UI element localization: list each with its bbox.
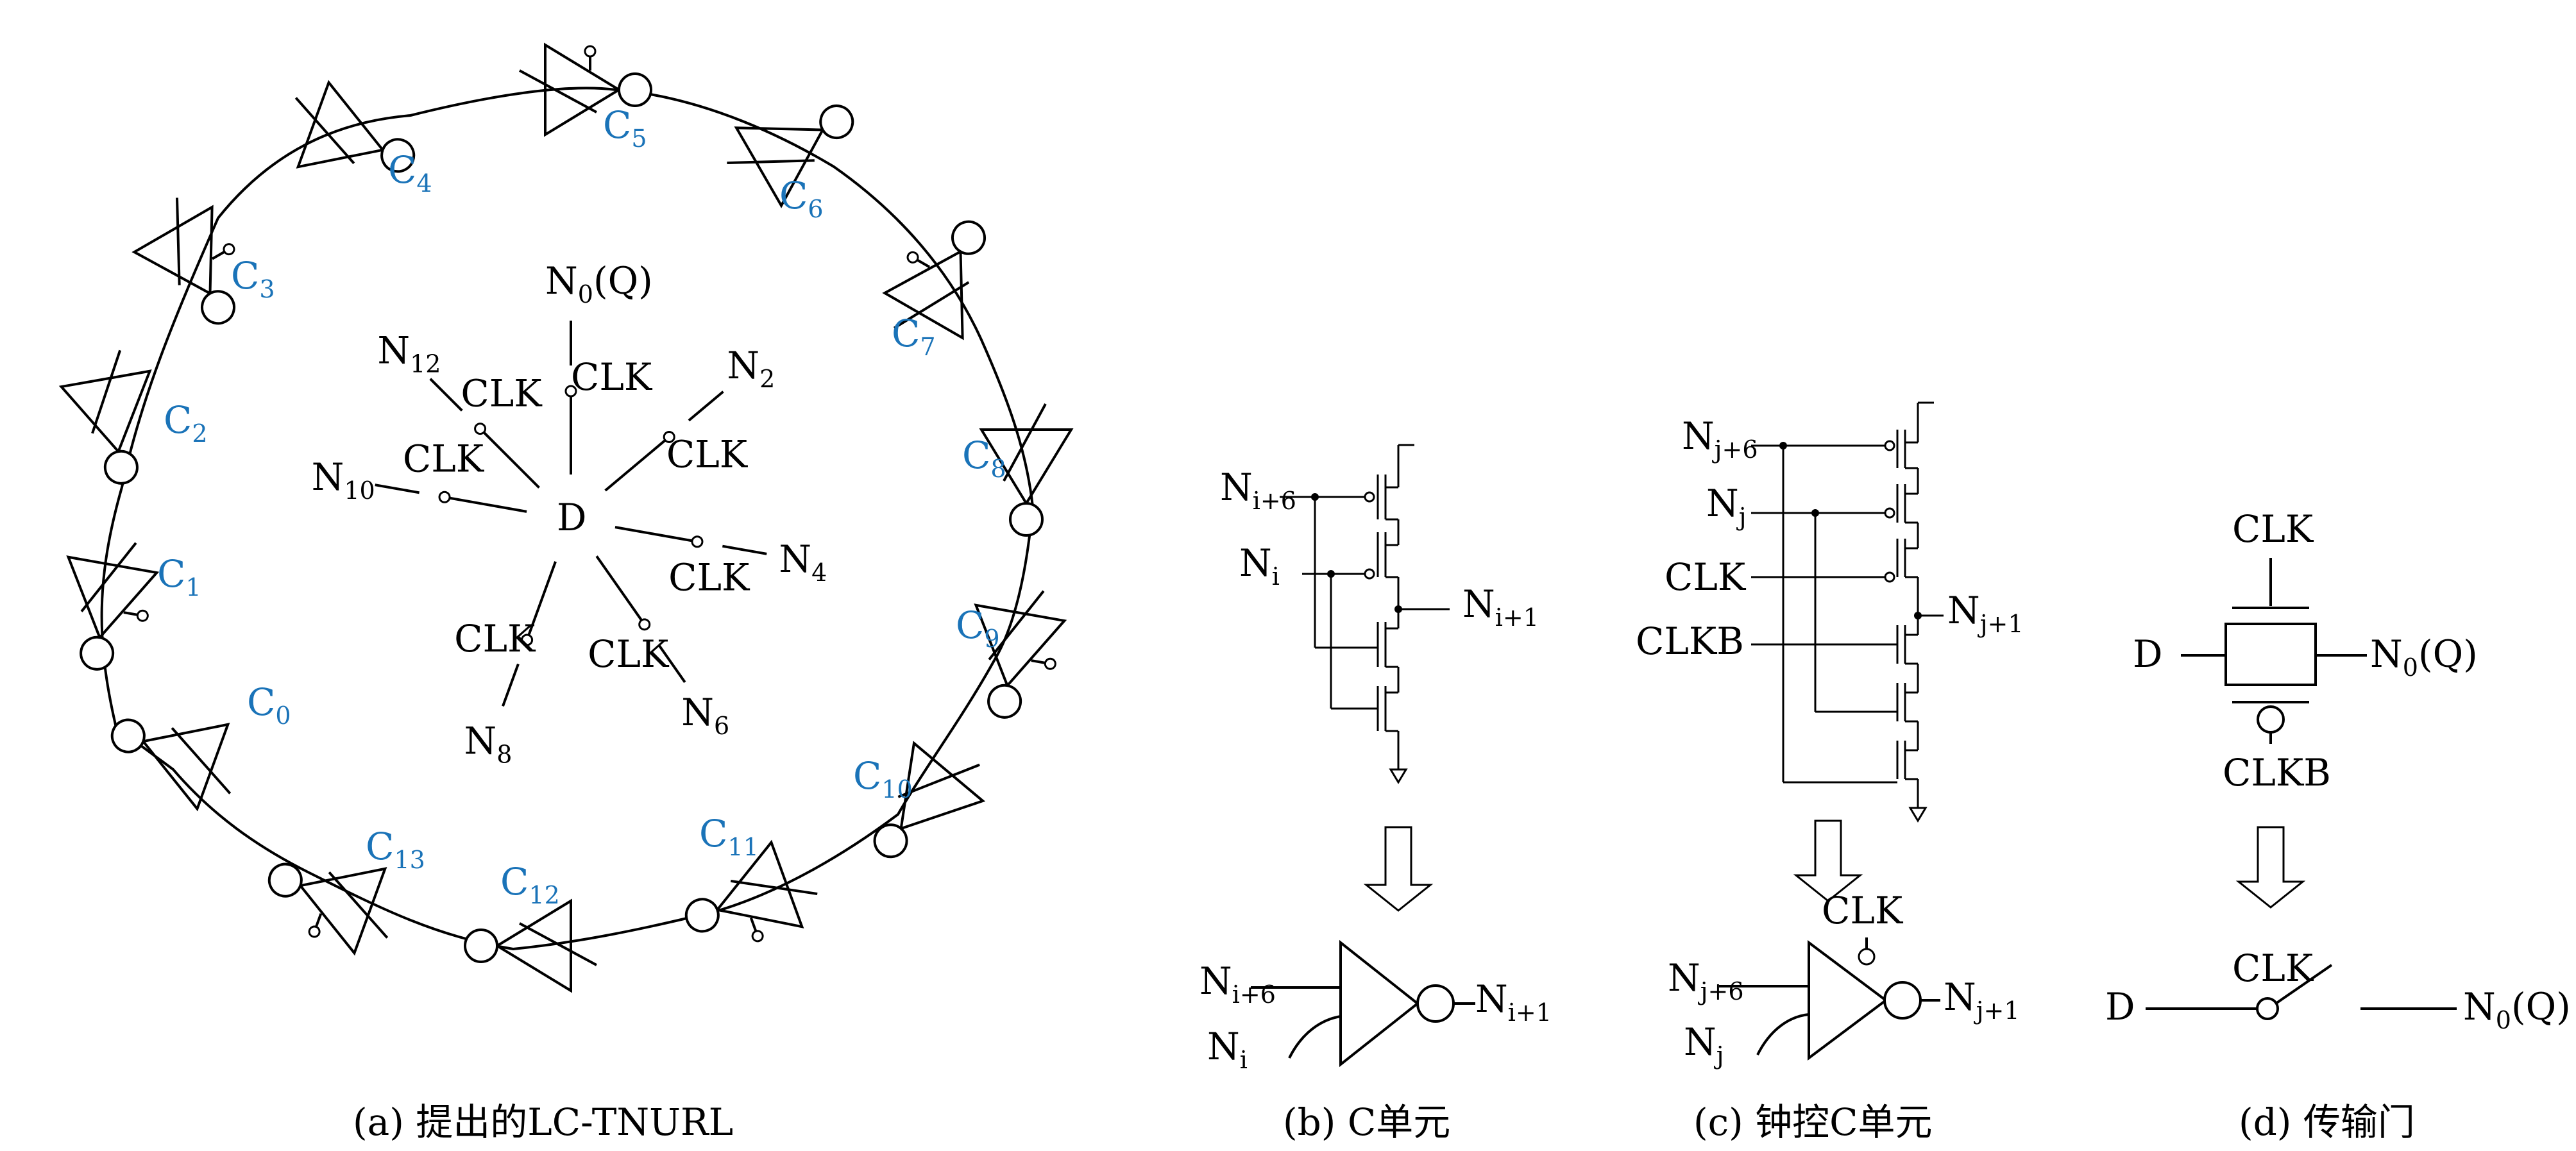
d-sym-out: N0(Q) <box>2463 985 2571 1034</box>
switch-clk-10: CLK <box>403 437 485 481</box>
switch-label-12: N12 <box>377 328 441 378</box>
c-cell-label-6: C6 <box>779 174 824 223</box>
switch-clk-0: CLK <box>571 355 653 399</box>
c-out-label: Nj+1 <box>1947 589 2024 638</box>
caption-a: (a) 提出的LC-TNURL <box>353 1100 733 1144</box>
c-in-mid-label: Nj <box>1706 482 1747 531</box>
d-tg-body <box>2224 623 2317 686</box>
switch-0: N0(Q) CLK <box>545 259 653 475</box>
caption-c: (c) 钟控C单元 <box>1693 1100 1933 1144</box>
c-in-top-label: Nj+6 <box>1682 414 1758 464</box>
switch-label-2: N2 <box>727 344 775 393</box>
switch-label-4: N4 <box>779 537 827 587</box>
c-cell-9 <box>974 590 1067 719</box>
panel-c-clocked-c-cell: Nj+6 Nj CLK CLKB Nj+1 CLK Nj+6 Nj Nj+1 (… <box>1636 401 2024 1144</box>
c-cell-12 <box>464 898 597 993</box>
pmos2-bubble <box>1364 568 1375 580</box>
d-sym-clk: CLK <box>2232 946 2314 990</box>
c-cell-5 <box>519 42 652 137</box>
c-cell-11 <box>684 839 818 943</box>
c-cell-label-5: C5 <box>603 103 647 153</box>
d-down-arrow <box>2235 826 2306 909</box>
c-sym-in-mid: Nj <box>1684 1020 1724 1070</box>
panel-b-c-cell: Ni+6 Ni Ni+1 Ni+6 Ni Ni+1 (b) C单元 <box>1199 444 1552 1144</box>
c-cell-7 <box>882 220 986 340</box>
d-clk-top-label: CLK <box>2232 507 2314 551</box>
c-cell-2 <box>58 349 152 485</box>
c-cell-4 <box>294 80 416 173</box>
c-cell-8 <box>979 403 1074 537</box>
switch-4: N4 CLK <box>614 526 827 599</box>
gnd-symbol <box>1389 768 1408 784</box>
c-cell-label-0: C0 <box>247 680 291 730</box>
b-sym-in-top: Ni+6 <box>1199 959 1276 1009</box>
c-cell-label-9: C9 <box>956 603 1000 653</box>
caption-d: (d) 传输门 <box>2239 1100 2415 1144</box>
caption-b: (b) C单元 <box>1283 1100 1450 1144</box>
b-sym-out: Ni+1 <box>1475 977 1552 1027</box>
b-c-symbol <box>1251 939 1475 1068</box>
c-cell-label-2: C2 <box>164 398 208 448</box>
c-cell-1 <box>66 542 160 671</box>
switch-clk-8: CLK <box>454 617 536 660</box>
d-clkb-label: CLKB <box>2223 751 2331 794</box>
c-cell-3 <box>131 197 235 325</box>
switch-label-0: N0(Q) <box>545 259 653 308</box>
switch-8: N8 CLK <box>454 561 557 769</box>
c-sym-clk: CLK <box>1822 889 1904 932</box>
c-cell-label-13: C13 <box>366 825 425 874</box>
pmos1-bubble <box>1364 491 1375 503</box>
panel-d-transmission-gate: CLK CLKB D N0(Q) CLK D N0(Q) (d) 传输门 <box>2105 507 2571 1144</box>
b-out-label: Ni+1 <box>1462 582 1539 632</box>
b-in-top-label: Ni+6 <box>1220 466 1296 515</box>
c-cell-label-8: C8 <box>962 433 1006 483</box>
switch-label-6: N6 <box>681 691 729 740</box>
c-clkb-label: CLKB <box>1636 619 1744 663</box>
c-cell-10 <box>873 741 986 859</box>
switch-clk-4: CLK <box>668 555 750 599</box>
b-sym-in-bot: Ni <box>1207 1025 1248 1074</box>
c-cell-label-4: C4 <box>388 148 432 197</box>
c-sym-in-top: Nj+6 <box>1668 956 1744 1005</box>
b-down-arrow <box>1363 826 1434 912</box>
c-cell-label-3: C3 <box>231 254 275 303</box>
c-cell-6 <box>727 105 854 208</box>
c-cell-label-7: C7 <box>892 312 936 361</box>
center-d-label: D <box>557 496 587 539</box>
c-down-arrow <box>1793 819 1863 902</box>
b-in-bot-label: Ni <box>1239 541 1280 591</box>
switch-label-8: N8 <box>464 719 512 769</box>
c-cell-label-11: C11 <box>699 812 759 861</box>
switch-clk-6: CLK <box>588 632 670 676</box>
d-out-label: N0(Q) <box>2370 632 2478 682</box>
switch-10: N10 CLK <box>312 437 527 513</box>
switch-clk-2: CLK <box>666 433 749 476</box>
c-sym-out: Nj+1 <box>1944 975 2020 1025</box>
c-cell-0 <box>110 718 232 812</box>
c-cell-label-12: C12 <box>500 860 560 909</box>
c-cell-label-10: C10 <box>853 754 913 803</box>
c-cell-13 <box>267 862 389 956</box>
c-clocked-symbol <box>1719 937 1940 1061</box>
c-clk-label: CLK <box>1665 555 1747 599</box>
d-sym-d: D <box>2105 985 2135 1029</box>
ring-wire <box>100 87 1035 951</box>
switch-label-10: N10 <box>312 455 375 505</box>
d-d-label: D <box>2133 632 2163 676</box>
c-cell-label-1: C1 <box>157 552 201 601</box>
switch-clk-12: CLK <box>461 372 543 416</box>
